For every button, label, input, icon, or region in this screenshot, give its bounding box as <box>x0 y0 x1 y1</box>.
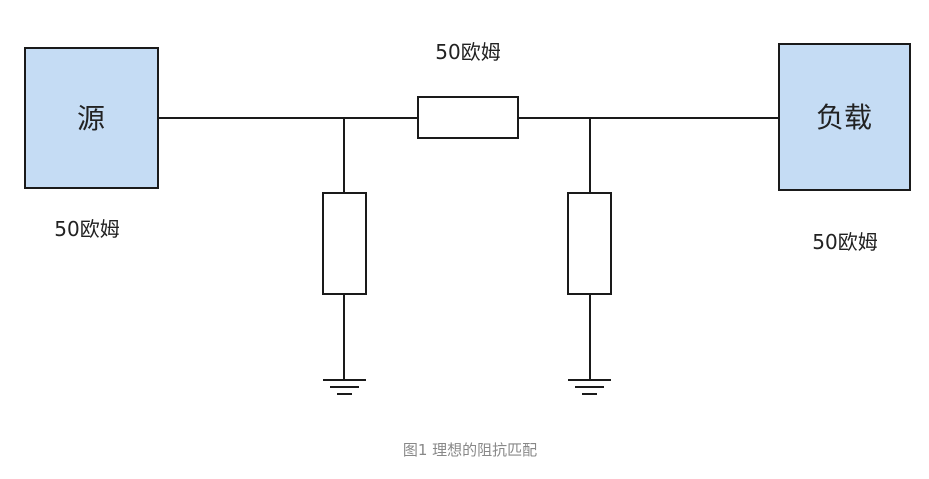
source-box <box>24 47 159 189</box>
shunt-resistor-left <box>322 192 367 295</box>
load-label: 负载 <box>816 101 872 134</box>
series-resistor-impedance-label: 50欧姆 <box>435 40 500 64</box>
load-box <box>778 43 911 191</box>
figure-caption: 图1 理想的阻抗匹配 <box>403 441 537 459</box>
shunt-resistor-right <box>567 192 612 295</box>
series-resistor <box>417 96 519 139</box>
ground-symbol-right <box>568 379 611 395</box>
source-impedance-label: 50欧姆 <box>54 217 119 241</box>
source-label: 源 <box>77 102 105 135</box>
ground-symbol-left <box>323 379 366 395</box>
load-impedance-label: 50欧姆 <box>812 230 877 254</box>
